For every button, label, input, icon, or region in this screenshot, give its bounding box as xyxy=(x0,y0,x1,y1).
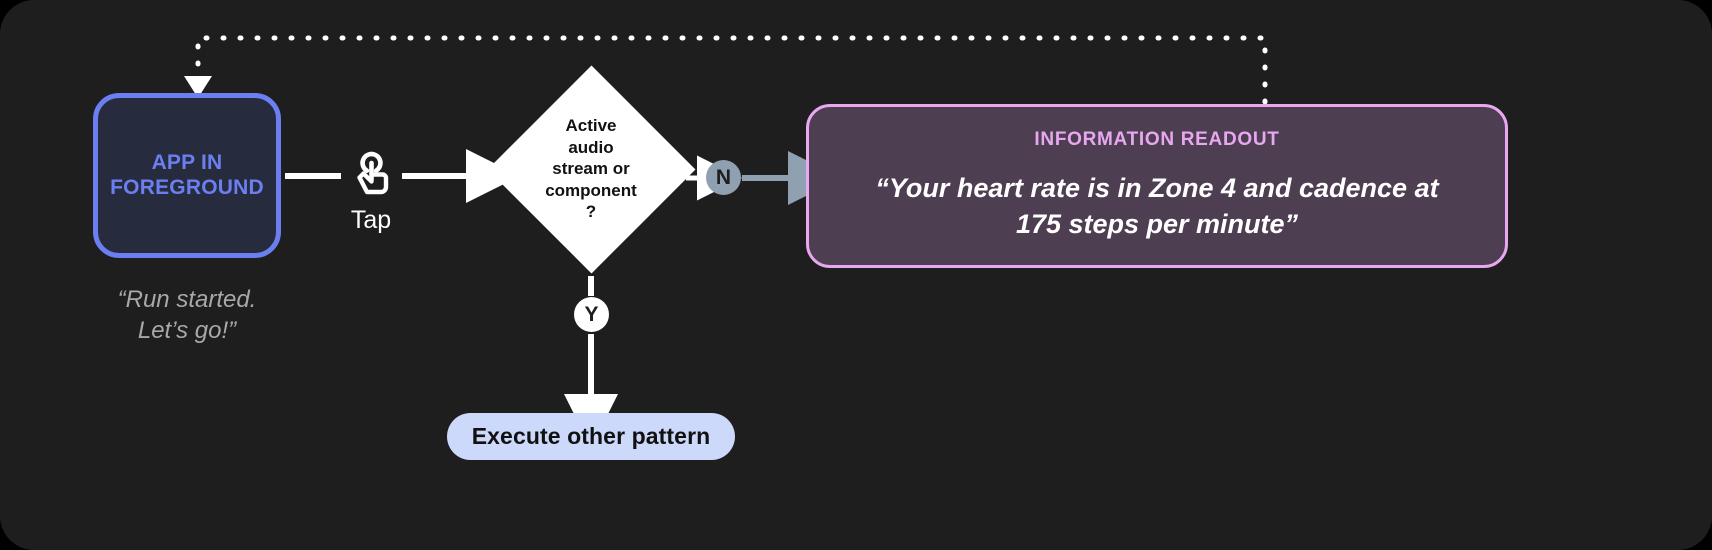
branch-badge-no: N xyxy=(706,160,741,195)
app-in-foreground-caption: “Run started. Let’s go!” xyxy=(117,286,257,344)
edge-readout-return-to-app xyxy=(184,35,1268,105)
node-decision-audio-stream[interactable]: Active audio stream or component ? xyxy=(487,65,695,273)
execute-other-pattern-label: Execute other pattern xyxy=(471,423,711,449)
branch-badge-yes: Y xyxy=(574,297,609,332)
decision-label: Active audio stream or component ? xyxy=(545,116,637,222)
node-app-in-foreground[interactable]: APP IN FOREGROUND xyxy=(93,93,281,258)
node-execute-other-pattern[interactable]: Execute other pattern xyxy=(447,413,735,460)
tap-gesture-label: Tap xyxy=(350,206,392,234)
tap-gesture-icon xyxy=(357,151,389,195)
app-in-foreground-label: APP IN FOREGROUND xyxy=(110,150,264,199)
information-readout-body: “Your heart rate is in Zone 4 and cadenc… xyxy=(875,173,1439,239)
node-information-readout[interactable]: INFORMATION READOUT “Your heart rate is … xyxy=(806,104,1508,268)
information-readout-title: INFORMATION READOUT xyxy=(1034,129,1280,151)
